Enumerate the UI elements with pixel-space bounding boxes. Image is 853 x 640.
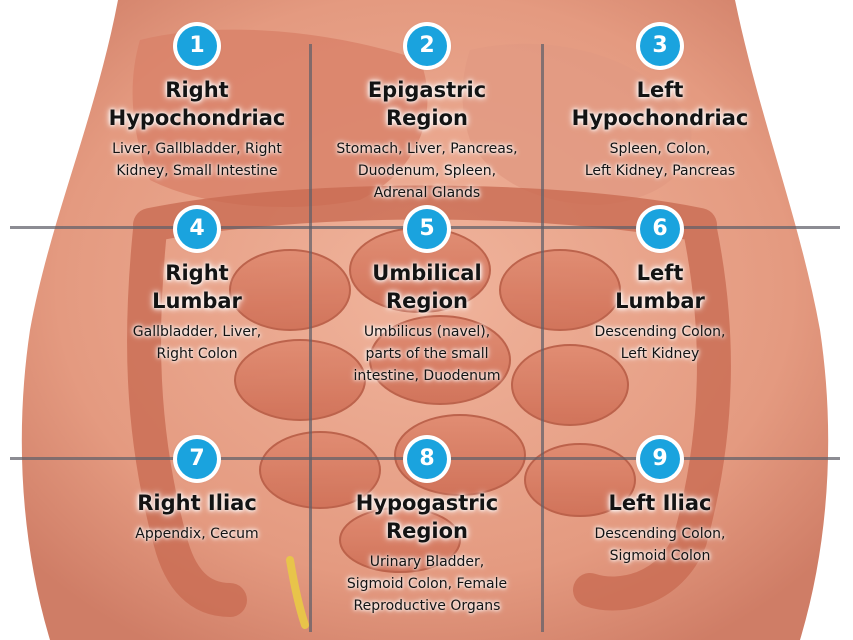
region-title: Left Hypochondriac [571,78,749,130]
region-title: Left Lumbar [615,261,705,313]
stomach [462,43,692,205]
region-number-badge: 9 [640,439,680,479]
region-hypogastric: 8 Hypogastric Region Urinary Bladder, Si… [312,439,542,617]
region-title: Umbilical Region [372,261,482,313]
region-organs: Umbilicus (navel), parts of the small in… [353,324,501,384]
liver [132,29,428,208]
region-number-badge: 1 [177,26,217,66]
appendix [286,556,309,629]
region-organs: Urinary Bladder, Sigmoid Colon, Female R… [346,554,508,614]
region-organs: Stomach, Liver, Pancreas, Duodenum, Sple… [336,141,518,201]
region-title: Right Iliac [137,491,257,515]
region-number-badge: 2 [407,26,447,66]
region-left-iliac: 9 Left Iliac Descending Colon, Sigmoid C… [545,439,775,567]
region-organs: Gallbladder, Liver, Right Colon [132,324,262,362]
region-title: Epigastric Region [367,78,487,130]
region-organs: Liver, Gallbladder, Right Kidney, Small … [112,141,282,179]
region-right-lumbar: 4 Right Lumbar Gallbladder, Liver, Right… [82,209,312,365]
vertical-divider-right [541,44,544,632]
region-number-badge: 4 [177,209,217,249]
large-intestine [127,185,731,617]
region-title: Right Lumbar [152,261,242,313]
region-number-badge: 8 [407,439,447,479]
region-left-hypochondriac: 3 Left Hypochondriac Spleen, Colon, Left… [545,26,775,182]
region-organs: Descending Colon, Sigmoid Colon [594,526,726,564]
region-organs: Spleen, Colon, Left Kidney, Pancreas [584,141,736,179]
region-epigastric: 2 Epigastric Region Stomach, Liver, Panc… [312,26,542,204]
region-number-badge: 7 [177,439,217,479]
region-number-badge: 5 [407,209,447,249]
vertical-divider-left [309,44,312,632]
region-title: Left Iliac [608,491,712,515]
region-left-lumbar: 6 Left Lumbar Descending Colon, Left Kid… [545,209,775,365]
region-organs: Appendix, Cecum [135,526,259,542]
region-umbilical: 5 Umbilical Region Umbilicus (navel), pa… [312,209,542,387]
region-organs: Descending Colon, Left Kidney [594,324,726,362]
region-title: Right Hypochondriac [108,78,286,130]
region-right-hypochondriac: 1 Right Hypochondriac Liver, Gallbladder… [82,26,312,182]
region-number-badge: 3 [640,26,680,66]
region-right-iliac: 7 Right Iliac Appendix, Cecum [82,439,312,545]
region-number-badge: 6 [640,209,680,249]
region-title: Hypogastric Region [355,491,499,543]
